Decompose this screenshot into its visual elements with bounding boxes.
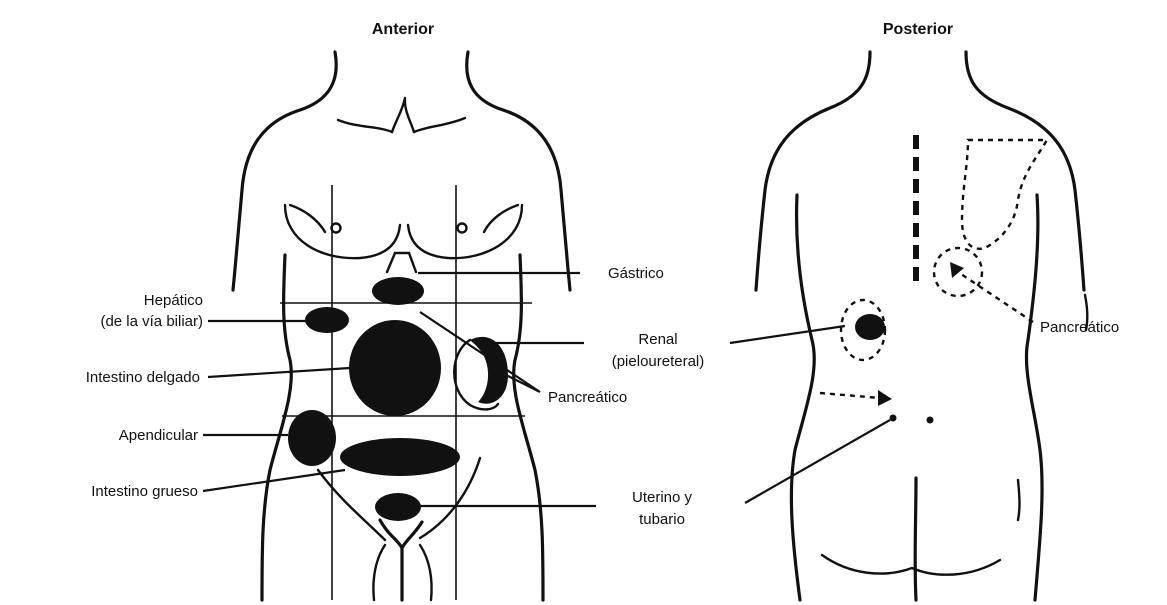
posterior-hip-right [1018,480,1020,520]
posterior-scapula-outline [962,140,1047,249]
anterior-xiphoid [387,253,416,272]
zone-gastrico [372,277,424,305]
anterior-thigh-right [420,545,432,600]
anterior-breast-left-top [290,205,325,232]
leader-intestino-grueso [203,470,345,491]
posterior-figure: Posterior [730,21,1087,600]
anterior-thigh-left [373,545,385,600]
zone-renal-posterior [855,314,885,340]
posterior-title: Posterior [883,21,953,38]
posterior-torso-left [791,195,814,600]
label-renal-line2: (pieloureteral) [612,353,705,370]
label-hepatico-line2: (de la vía biliar) [100,313,203,330]
anterior-clavicle-left [338,120,392,132]
anterior-nipple-left [332,224,341,233]
label-uterino-line2: tubario [639,511,685,528]
zone-uterino-anterior [375,493,421,521]
label-apendicular: Apendicular [119,427,198,444]
posterior-buttocks-bottom [822,555,1000,575]
posterior-dot-left [890,415,897,422]
posterior-torso-right [1026,195,1042,600]
posterior-buttock-cleft [915,478,916,600]
zone-intestino-delgado [349,320,441,416]
anterior-figure: Anterior [203,21,596,600]
anterior-nipple-right [458,224,467,233]
anterior-inguinal-left [318,470,385,540]
posterior-dashed-arrow [820,393,880,398]
anterior-breast-left [285,205,400,258]
anterior-breast-right-top [484,205,518,232]
anterior-torso-right [514,255,543,600]
label-pancreatico-anterior: Pancreático [548,389,627,406]
anterior-pubic-v [380,520,422,548]
label-intestino-delgado: Intestino delgado [86,369,200,386]
zone-hepatico [305,307,349,333]
zone-intestino-grueso [340,438,460,476]
posterior-left-outline [756,52,870,290]
leader-pancreatico-posterior [958,272,1033,322]
posterior-dashed-arrowhead [878,390,892,406]
zone-renal-anterior [470,337,508,404]
label-hepatico-line1: Hepático [144,292,203,309]
zone-apendicular [288,410,336,466]
anterior-title: Anterior [372,21,434,38]
leader-renal-posterior [730,326,845,343]
anterior-clavicle-right [414,118,465,132]
label-gastrico: Gástrico [608,265,664,282]
label-intestino-grueso: Intestino grueso [91,483,198,500]
anterior-torso-left [262,255,291,600]
label-pancreatico-posterior: Pancreático [1040,319,1119,336]
label-uterino-line1: Uterino y [632,489,693,506]
posterior-dot-right [927,417,934,424]
posterior-right-outline [966,52,1084,290]
leader-uterino-posterior [745,420,890,503]
leader-intestino-delgado [208,368,350,377]
anterior-sternal-notch [392,98,414,132]
label-renal-line1: Renal [638,331,677,348]
